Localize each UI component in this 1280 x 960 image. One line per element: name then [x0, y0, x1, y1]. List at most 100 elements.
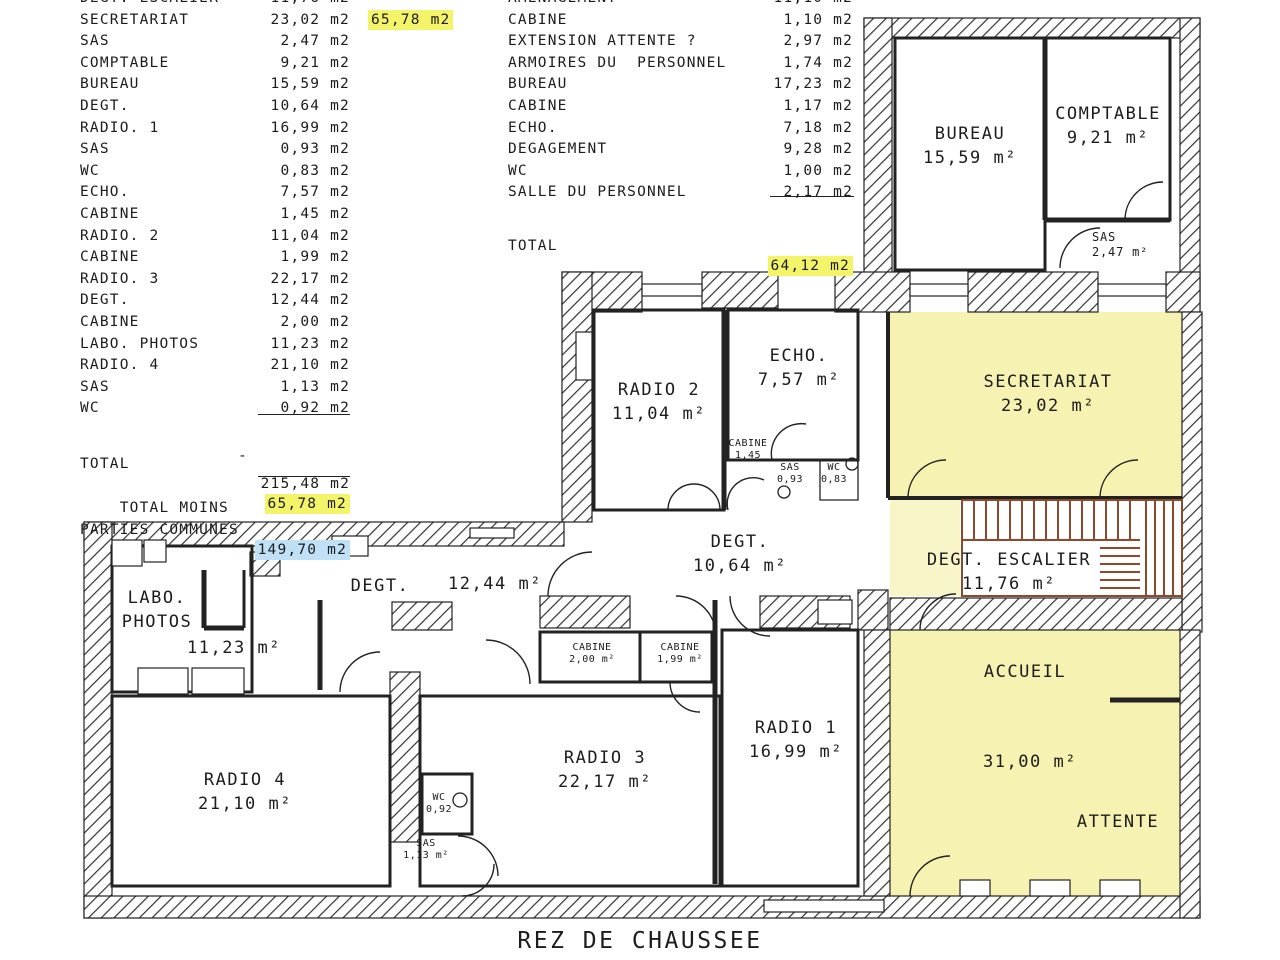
- left_table-room-area: 1,45 m2: [280, 206, 350, 222]
- left_table-room-name: SECRETARIAT: [80, 11, 190, 28]
- left_table-room-name: CABINE: [80, 314, 140, 330]
- left_table-room-subtotal: 65,78 m2: [368, 9, 454, 30]
- right-subtotal-rule: [770, 196, 854, 197]
- left-minus-value: 65,78 m2: [264, 494, 350, 514]
- right_table-room-name: SALLE DU PERSONNEL: [508, 184, 687, 201]
- room-cabine-145: CABINE 1,45: [728, 438, 768, 461]
- right_table-room-name: WC: [508, 162, 528, 179]
- right_table-room-area: 9,28 m2: [783, 141, 853, 158]
- room-secretariat: SECRETARIAT 23,02 m²: [983, 372, 1113, 416]
- room-degt-1064: DEGT. 10,64 m²: [693, 532, 787, 576]
- right_table-row: CABINE 1,10 m2: [508, 10, 853, 30]
- left_table-room-area: 12,44 m2: [270, 292, 350, 309]
- left_table-room-area: 22,17 m2: [270, 270, 350, 287]
- room-degt-1244-name: DEGT.: [350, 576, 410, 596]
- room-wc-092: WC 0,92: [425, 792, 453, 815]
- room-labo-area: 11,23 m²: [187, 638, 281, 658]
- left_table-room-name: DEGT. ESCALIER: [80, 0, 219, 8]
- room-cabine-200: CABINE 2,00 m²: [569, 642, 615, 665]
- left_table-room-name: SAS: [80, 33, 110, 50]
- left_table-room-area: 0,92 m2: [280, 400, 350, 417]
- left_table-room-name: CABINE: [80, 206, 140, 222]
- left_table-room-name: ECHO.: [80, 184, 130, 201]
- room-degt-escalier: DEGT. ESCALIER 11,76 m²: [926, 550, 1092, 594]
- left_table-room-area: 2,00 m2: [280, 314, 350, 330]
- right_table-room-area: 17,23 m2: [773, 76, 853, 93]
- room-attente: ATTENTE: [1076, 812, 1160, 832]
- right_table-room-area: 1,10 m2: [783, 11, 853, 28]
- right-total-value: 64,12 m2: [767, 256, 853, 276]
- left_table-room-name: WC: [80, 162, 100, 179]
- left_table-room-area: 0,93 m2: [280, 141, 350, 158]
- left-total-row: TOTAL 215,48 m2: [80, 434, 350, 492]
- left_table-room-area: 2,47 m2: [280, 33, 350, 50]
- right_table-row: CABINE 1,17 m2: [508, 96, 853, 116]
- room-labo: LABO. PHOTOS: [121, 588, 193, 632]
- left_table-room-name: COMPTABLE: [80, 54, 170, 71]
- left_table-room-name: RADIO. 1: [80, 119, 160, 136]
- plan-title: REZ DE CHAUSSEE: [517, 928, 763, 954]
- left_table-row: SECRETARIAT 23,02 m2 65,78 m2: [80, 9, 454, 30]
- left-subtotal-rule: [258, 414, 350, 415]
- net-label-1: TOTAL MOINS: [119, 500, 229, 516]
- room-accueil: ACCUEIL: [983, 662, 1067, 682]
- room-radio3: RADIO 3 22,17 m²: [558, 748, 652, 792]
- right_table-row: AMENAGEMENT 11,10 m2: [508, 0, 853, 8]
- room-comptable: COMPTABLE 9,21 m²: [1055, 104, 1161, 148]
- right_table-room-name: CABINE: [508, 11, 568, 28]
- left_table-room-area: 11,04 m2: [270, 227, 350, 244]
- right_table-row: WC 1,00 m2: [508, 161, 853, 181]
- left_table-row: COMPTABLE 9,21 m2: [80, 53, 350, 73]
- right_table-room-name: DEGAGEMENT: [508, 141, 608, 158]
- escalier-fill: [890, 500, 960, 596]
- room-wc-083: WC 0,83: [820, 462, 848, 485]
- left_table-room-area: 16,99 m2: [270, 119, 350, 136]
- left_table-room-name: CABINE: [80, 249, 140, 266]
- accueil-fill: [890, 630, 1186, 910]
- left_table-row: SAS 2,47 m2: [80, 31, 350, 51]
- left_table-room-area: 9,21 m2: [280, 54, 350, 71]
- left-minus-row: - 65,78 m2: [238, 448, 350, 514]
- left_table-room-area: 1,99 m2: [280, 249, 350, 266]
- interior-walls: [110, 36, 1182, 888]
- right_table-room-area: 2,97 m2: [783, 33, 853, 50]
- left_table-room-area: 0,83 m2: [280, 162, 350, 179]
- left_table-row: ECHO.7,57 m2: [80, 182, 350, 202]
- right_table-room-name: CABINE: [508, 98, 568, 114]
- left_table-row: RADIO. 1 16,99 m2: [80, 118, 350, 138]
- left_table-row: SAS 0,93 m2: [80, 139, 350, 159]
- right-total-row: TOTAL 64,12 m2: [508, 216, 853, 276]
- room-bureau: BUREAU 15,59 m²: [923, 124, 1017, 168]
- room-radio2: RADIO 2 11,04 m²: [612, 380, 706, 424]
- right_table-room-area: 2,17 m2: [783, 184, 853, 201]
- secretariat-fill: [888, 312, 1184, 498]
- left-net-row-1: TOTAL MOINS: [80, 478, 229, 516]
- minus-sign: -: [238, 448, 248, 464]
- room-sas-top: SAS 2,47 m²: [1092, 230, 1149, 259]
- room-degt-1244-area: 12,44 m²: [448, 574, 542, 594]
- right_table-room-area: 11,10 m2: [774, 0, 853, 8]
- right_table-room-name: AMENAGEMENT: [508, 0, 617, 8]
- left_table-room-name: BUREAU: [80, 76, 140, 93]
- right_table-room-area: 1,00 m2: [783, 162, 853, 179]
- left_table-row: DEGT.12,44 m2: [80, 290, 350, 310]
- left_table-room-area: 10,64 m2: [270, 98, 350, 114]
- room-accueil-area: 31,00 m²: [983, 752, 1077, 772]
- net-label-2: PARTIES COMMUNES: [80, 522, 239, 538]
- room-radio4: RADIO 4 21,10 m²: [198, 770, 292, 814]
- left_table-room-name: SAS: [80, 141, 110, 158]
- left_table-room-area: 1,13 m2: [280, 378, 350, 395]
- left_table-room-area: 23,02 m2: [270, 11, 350, 28]
- left_table-room-name: DEGT.: [80, 98, 130, 114]
- staircase: [961, 499, 1183, 597]
- left_table-row: CABINE 2,00 m2: [80, 312, 350, 332]
- wall-group: [83, 17, 1203, 919]
- right_table-room-area: 1,17 m2: [783, 98, 853, 114]
